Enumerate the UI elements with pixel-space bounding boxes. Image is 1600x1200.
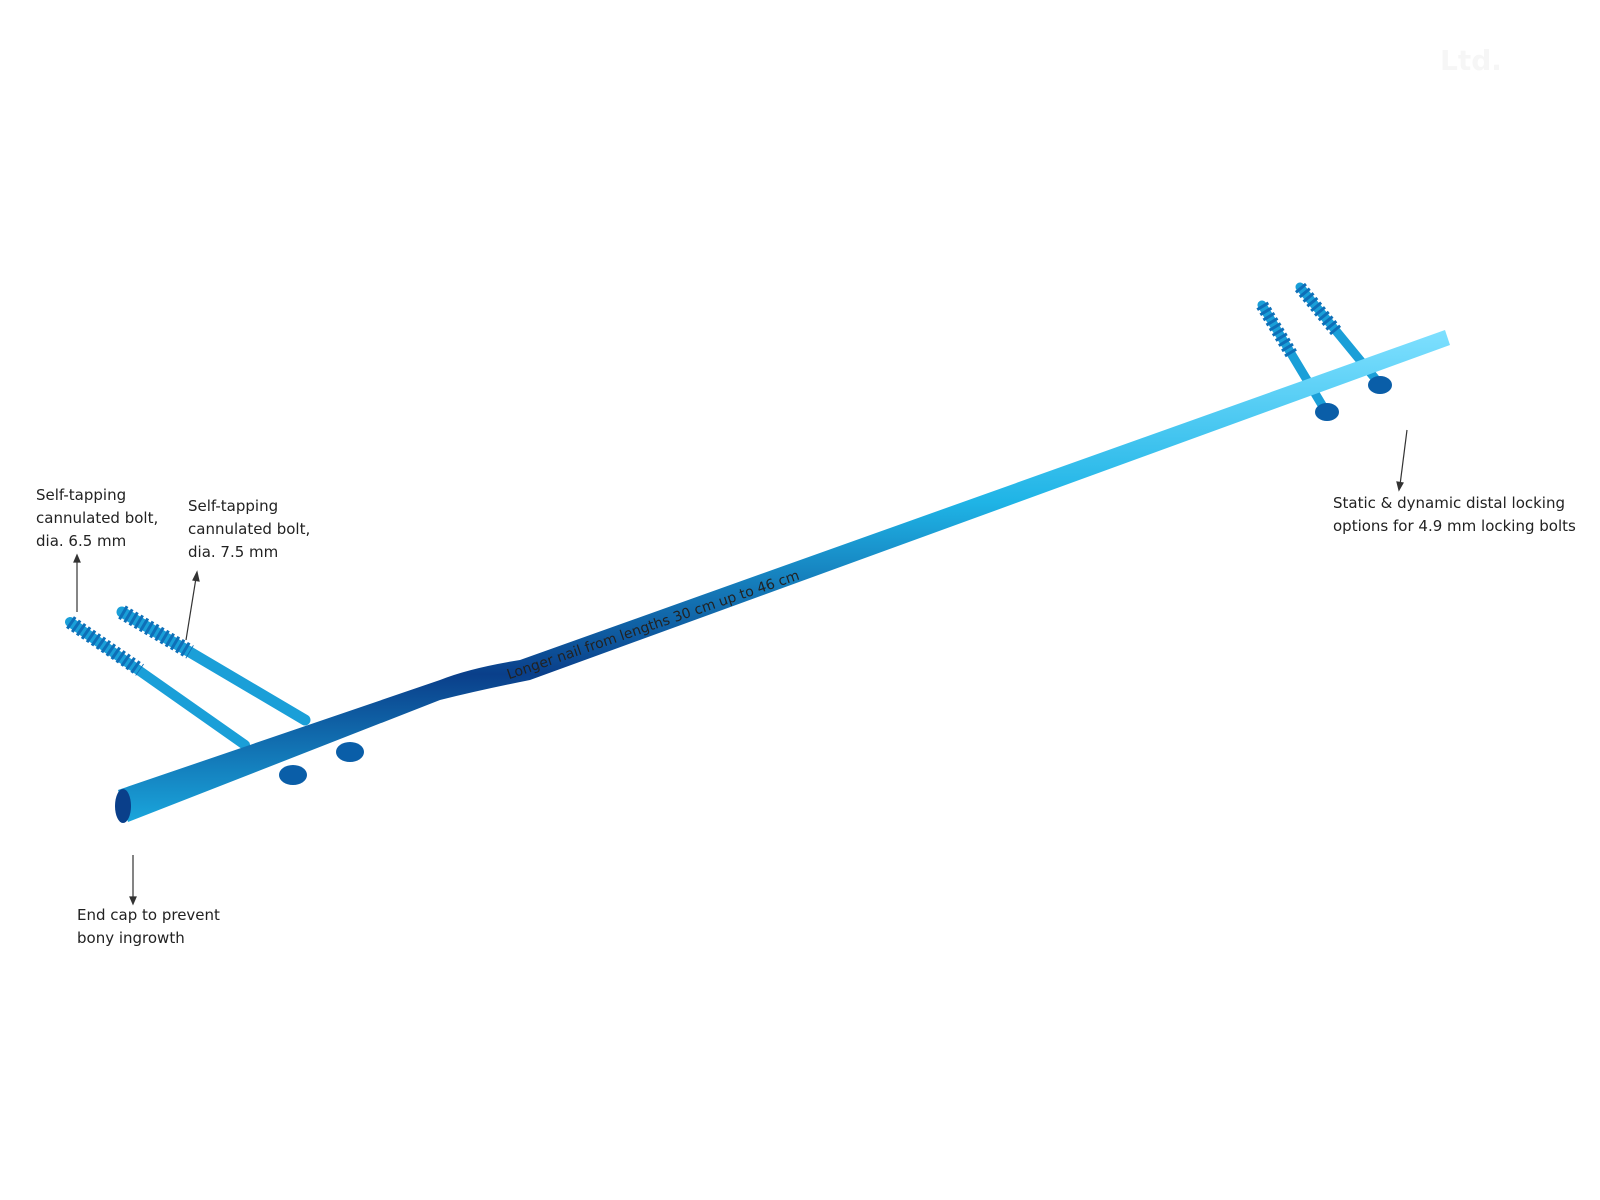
label-end-cap: End cap to prevent bony ingrowth: [77, 904, 220, 950]
end-cap: [115, 789, 131, 823]
label-line: options for 4.9 mm locking bolts: [1333, 517, 1576, 535]
label-line: cannulated bolt,: [36, 509, 159, 527]
label-bolt-7-5mm: Self-tapping cannulated bolt, dia. 7.5 m…: [188, 495, 310, 564]
label-line: Self-tapping: [188, 497, 279, 515]
watermark: Ltd.: [1440, 44, 1502, 77]
label-line: dia. 7.5 mm: [188, 543, 279, 561]
label-line: Self-tapping: [36, 486, 127, 504]
intramedullary-nail: [118, 330, 1450, 822]
label-line: End cap to prevent: [77, 906, 220, 924]
callout-arrows: [73, 429, 1408, 906]
label-line: Static & dynamic distal locking: [1333, 494, 1566, 512]
label-line: cannulated bolt,: [188, 520, 311, 538]
label-distal-locking: Static & dynamic distal locking options …: [1333, 492, 1576, 538]
bolt-6-5mm: [65, 616, 250, 750]
label-bolt-6-5mm: Self-tapping cannulated bolt, dia. 6.5 m…: [36, 484, 158, 553]
label-line: dia. 6.5 mm: [36, 532, 127, 550]
label-line: bony ingrowth: [77, 929, 185, 947]
bolt-7-5mm: [116, 605, 311, 726]
